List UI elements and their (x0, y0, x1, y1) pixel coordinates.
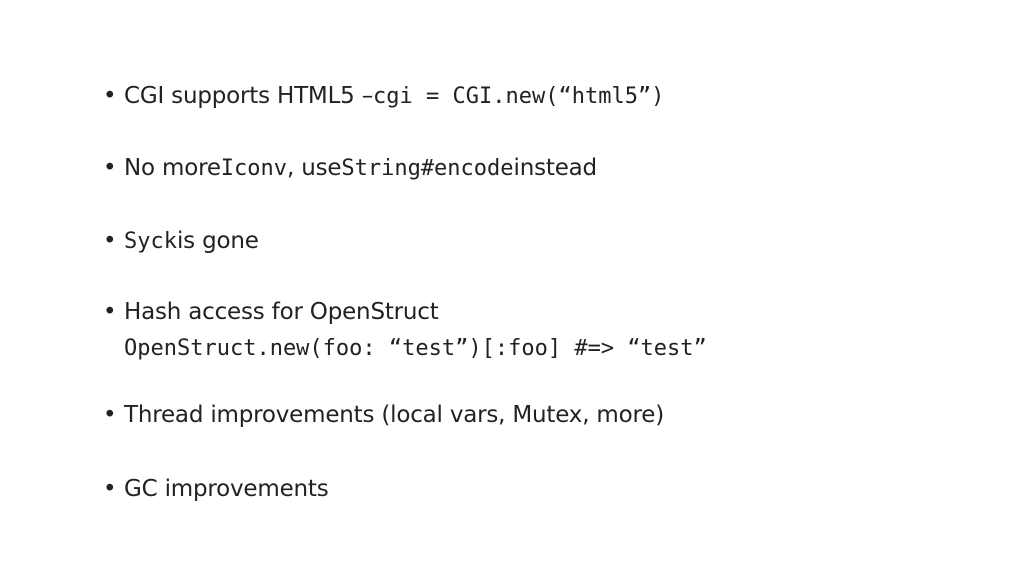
code-snippet: String#encode (341, 156, 514, 181)
bullet-point: • (103, 155, 117, 181)
bullet-text: CGI supports HTML5 – (124, 83, 374, 109)
bullet-item-iconv: • No more Iconv , use String#encode inst… (103, 153, 597, 184)
bullet-item-gc: • GC improvements (103, 474, 329, 504)
code-snippet: Syck (124, 229, 177, 254)
bullet-text: , use (287, 155, 342, 181)
code-snippet: Iconv (220, 156, 287, 181)
bullet-item-syck: • Syck is gone (103, 226, 259, 257)
bullet-text: Hash access for OpenStruct (124, 299, 439, 325)
bullet-point: • (103, 83, 117, 109)
bullet-text: No more (124, 155, 221, 181)
bullet-point: • (103, 476, 117, 502)
bullet-point: • (103, 228, 117, 254)
bullet-text: GC improvements (124, 476, 329, 502)
bullet-text: Thread improvements (local vars, Mutex, … (124, 402, 664, 428)
code-line: OpenStruct.new(foo: “test”)[:foo] #=> “t… (124, 336, 707, 361)
bullet-item-cgi: • CGI supports HTML5 – cgi = CGI.new(“ht… (103, 81, 664, 112)
bullet-item-thread: • Thread improvements (local vars, Mutex… (103, 400, 664, 430)
bullet-text: instead (513, 155, 598, 181)
bullet-point: • (103, 299, 117, 325)
code-snippet: cgi = CGI.new(“html5”) (373, 84, 665, 109)
bullet-item-openstruct: • Hash access for OpenStruct (103, 297, 439, 327)
bullet-point: • (103, 402, 117, 428)
bullet-text: is gone (176, 228, 259, 254)
